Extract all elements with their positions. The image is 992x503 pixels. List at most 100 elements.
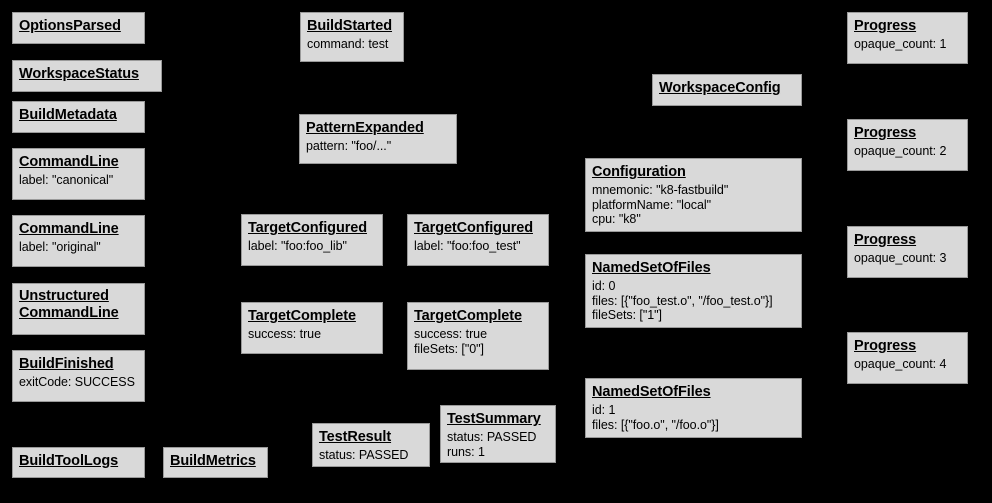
node-title-line: CommandLine xyxy=(19,305,119,322)
node-field: success: true xyxy=(248,326,321,341)
node-title: CommandLine xyxy=(19,153,138,172)
node-field: id: 0 xyxy=(592,278,616,293)
node-field: pattern: "foo/..." xyxy=(306,138,392,153)
node-title: NamedSetOfFiles xyxy=(592,259,795,278)
node-build-metrics[interactable]: BuildMetrics xyxy=(163,447,268,478)
node-build-metadata[interactable]: BuildMetadata xyxy=(12,101,145,133)
node-command-line-original[interactable]: CommandLine label: "original" xyxy=(12,215,145,267)
node-options-parsed[interactable]: OptionsParsed xyxy=(12,12,145,44)
node-fields: opaque_count: 1 xyxy=(854,37,961,52)
node-title-line: Configuration xyxy=(592,164,686,180)
node-title-line: Progress xyxy=(854,125,917,141)
node-title: TargetComplete xyxy=(414,307,542,326)
node-field: opaque_count: 4 xyxy=(854,356,947,371)
node-title-line: BuildMetrics xyxy=(170,453,256,469)
node-fields: command: test xyxy=(307,37,397,52)
node-title-line: NamedSetOfFiles xyxy=(592,384,711,400)
node-title-line: TestResult xyxy=(319,429,392,445)
node-workspace-status[interactable]: WorkspaceStatus xyxy=(12,60,162,92)
node-field: fileSets: ["0"] xyxy=(414,341,484,356)
node-title: Progress xyxy=(854,231,961,250)
node-field: runs: 1 xyxy=(447,444,485,459)
node-title: TargetConfigured xyxy=(248,219,376,238)
node-fields: opaque_count: 2 xyxy=(854,144,961,159)
node-workspace-config[interactable]: WorkspaceConfig xyxy=(652,74,802,106)
node-field: cpu: "k8" xyxy=(592,212,641,227)
node-field: label: "foo:foo_test" xyxy=(414,238,521,253)
node-progress-2[interactable]: Progress opaque_count: 2 xyxy=(847,119,968,171)
node-title: OptionsParsed xyxy=(19,17,138,36)
node-fields: label: "original" xyxy=(19,240,138,255)
node-title: Progress xyxy=(854,124,961,143)
node-field: command: test xyxy=(307,36,389,51)
node-title-line: Progress xyxy=(854,232,917,248)
node-title-line: TargetConfigured xyxy=(248,220,367,236)
node-field: fileSets: ["1"] xyxy=(592,308,662,323)
node-field: opaque_count: 3 xyxy=(854,250,947,265)
node-field: label: "original" xyxy=(19,239,101,254)
node-field: success: true xyxy=(414,326,487,341)
node-title-line: BuildStarted xyxy=(307,18,393,34)
node-title: BuildToolLogs xyxy=(19,452,138,471)
node-field: mnemonic: "k8-fastbuild" xyxy=(592,182,729,197)
node-fields: label: "foo:foo_test" xyxy=(414,239,542,254)
node-title-line: WorkspaceStatus xyxy=(19,66,139,82)
node-build-finished[interactable]: BuildFinished exitCode: SUCCESS xyxy=(12,350,145,402)
node-build-tool-logs[interactable]: BuildToolLogs xyxy=(12,447,145,478)
node-field: id: 1 xyxy=(592,402,616,417)
node-title: WorkspaceConfig xyxy=(659,79,795,98)
node-field: files: [{"foo.o", "/foo.o"}] xyxy=(592,417,719,432)
node-title: TestSummary xyxy=(447,410,549,429)
node-title: BuildFinished xyxy=(19,355,138,374)
node-title: NamedSetOfFiles xyxy=(592,383,795,402)
node-field: opaque_count: 1 xyxy=(854,36,947,51)
node-field: opaque_count: 2 xyxy=(854,143,947,158)
node-title: TargetComplete xyxy=(248,307,376,326)
node-title: TargetConfigured xyxy=(414,219,542,238)
node-pattern-expanded[interactable]: PatternExpanded pattern: "foo/..." xyxy=(299,114,457,164)
node-target-configured-lib[interactable]: TargetConfigured label: "foo:foo_lib" xyxy=(241,214,383,266)
node-title: BuildStarted xyxy=(307,17,397,36)
node-title: Progress xyxy=(854,17,961,36)
node-fields: label: "canonical" xyxy=(19,173,138,188)
node-fields: opaque_count: 4 xyxy=(854,357,961,372)
node-title: BuildMetadata xyxy=(19,106,138,125)
node-title-line: CommandLine xyxy=(19,221,119,237)
node-title-line: PatternExpanded xyxy=(306,120,424,136)
node-title-line: TestSummary xyxy=(447,411,541,427)
node-progress-3[interactable]: Progress opaque_count: 3 xyxy=(847,226,968,278)
node-title-line: BuildFinished xyxy=(19,356,114,372)
node-title-line: TargetComplete xyxy=(248,308,356,324)
node-fields: pattern: "foo/..." xyxy=(306,139,450,154)
node-build-started[interactable]: BuildStarted command: test xyxy=(300,12,404,62)
node-progress-4[interactable]: Progress opaque_count: 4 xyxy=(847,332,968,384)
node-title: CommandLine xyxy=(19,220,138,239)
node-title-line: Progress xyxy=(854,338,917,354)
node-title-line: BuildToolLogs xyxy=(19,453,119,469)
node-field: files: [{"foo_test.o", "/foo_test.o"}] xyxy=(592,293,773,308)
node-fields: success: true xyxy=(248,327,376,342)
node-title-line: Unstructured xyxy=(19,288,109,304)
node-field: exitCode: SUCCESS xyxy=(19,374,135,389)
node-fields: label: "foo:foo_lib" xyxy=(248,239,376,254)
node-target-complete-lib[interactable]: TargetComplete success: true xyxy=(241,302,383,354)
node-field: status: PASSED xyxy=(447,429,537,444)
node-title: TestResult xyxy=(319,428,423,447)
node-title-line: TargetComplete xyxy=(414,308,522,324)
